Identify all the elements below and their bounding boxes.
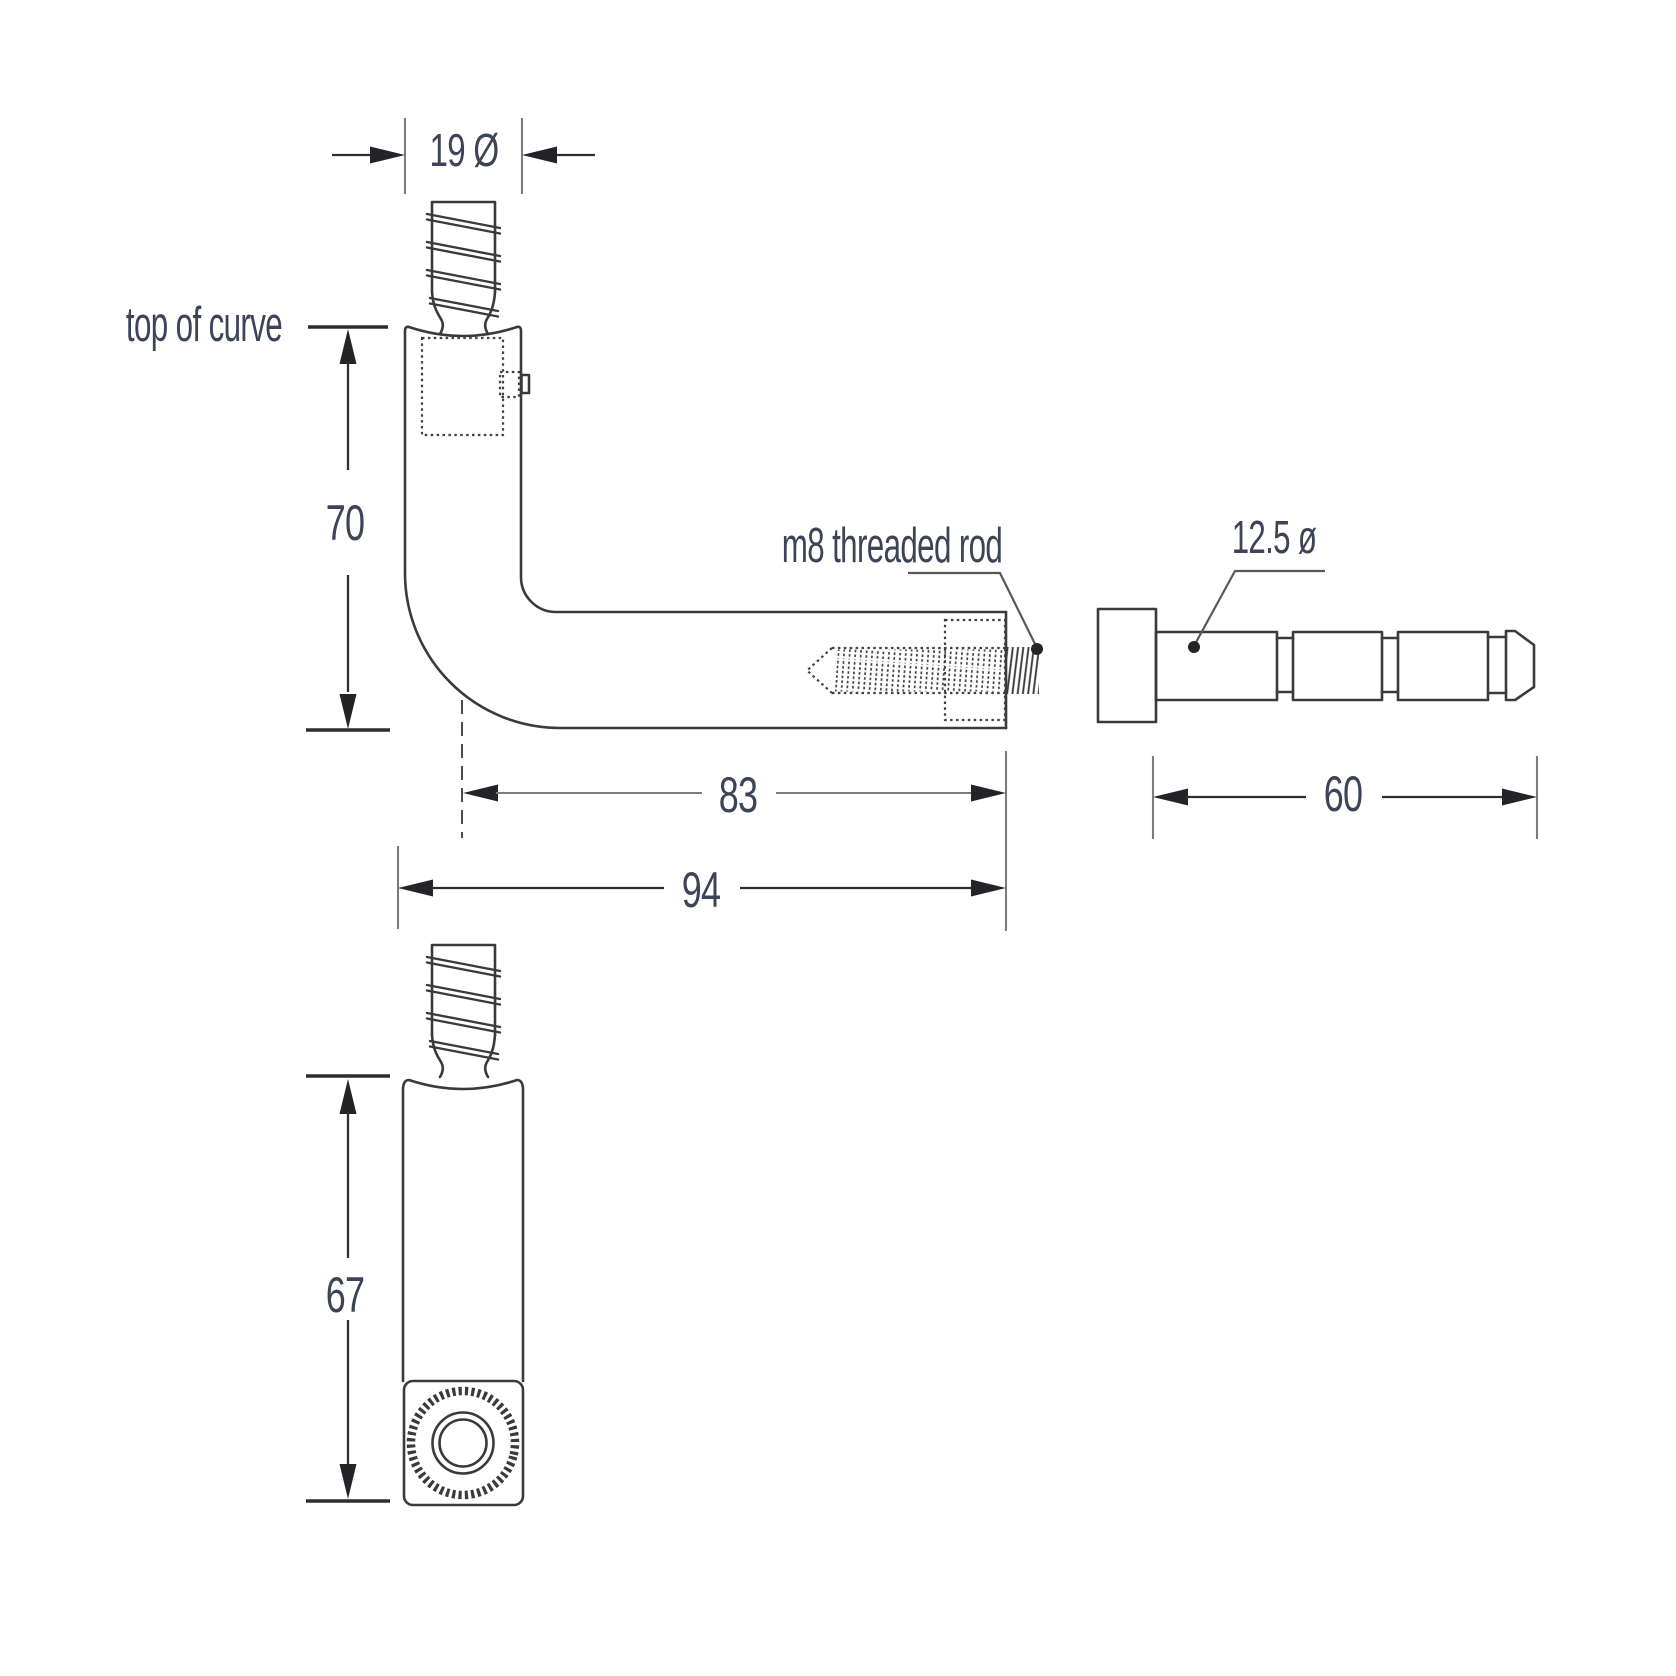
dim-70-height: 70	[306, 329, 390, 732]
body-outline	[401, 1078, 525, 1383]
screw-top-front-view	[425, 200, 502, 336]
pin-grooves	[1275, 635, 1508, 695]
knurled-insert	[406, 1386, 520, 1500]
front-view-l-bracket	[403, 200, 1039, 730]
body-square-end	[402, 1379, 525, 1507]
side-tab	[520, 373, 531, 395]
m8-rod-label: m8 threaded rod	[782, 518, 1002, 573]
bottom-view-body	[401, 943, 525, 1507]
dimensions: 19 Ø top of curve 70 83 94	[126, 118, 1539, 1503]
bracket-outer-outline	[403, 325, 1008, 730]
side-view-pin	[1096, 607, 1536, 724]
dim-67-text: 67	[326, 1268, 365, 1323]
dim-19-diameter: 19 Ø	[332, 118, 595, 194]
pin-head	[1096, 607, 1158, 724]
pin-nose	[1504, 629, 1536, 702]
rod-protruding-thread	[1007, 647, 1039, 694]
dim-83-text: 83	[719, 768, 758, 823]
pin-diameter-callout: 12.5 ø	[1188, 512, 1325, 653]
side-hole-hidden	[498, 370, 521, 399]
pin-section-3	[1396, 630, 1490, 702]
insert-hole	[438, 1418, 488, 1468]
m8-rod-hidden	[805, 618, 1039, 722]
insert-thread-circle	[431, 1411, 495, 1475]
dim-94-length: 94	[396, 846, 1006, 929]
top-of-curve-label: top of curve	[126, 297, 282, 352]
nut-hidden	[943, 618, 1007, 722]
dim-12-5-text: 12.5 ø	[1232, 512, 1317, 563]
dim-83-length: 83	[461, 700, 1008, 931]
bracket-inner-outline	[515, 325, 1008, 614]
dim-19-text: 19 Ø	[430, 126, 499, 176]
dim-60-length: 60	[1151, 756, 1539, 839]
bracket-top-curve	[407, 325, 519, 338]
dim-94-text: 94	[682, 863, 721, 918]
pin-section-1	[1154, 630, 1279, 702]
screw-top-bottom-view	[425, 943, 502, 1079]
dim-67-height: 67	[306, 1074, 390, 1503]
pilot-hole-hidden	[420, 336, 505, 437]
pin-section-2	[1291, 630, 1384, 702]
dim-60-text: 60	[1324, 767, 1363, 822]
m8-rod-callout: m8 threaded rod	[782, 518, 1043, 655]
dim-70-text: 70	[326, 496, 365, 551]
